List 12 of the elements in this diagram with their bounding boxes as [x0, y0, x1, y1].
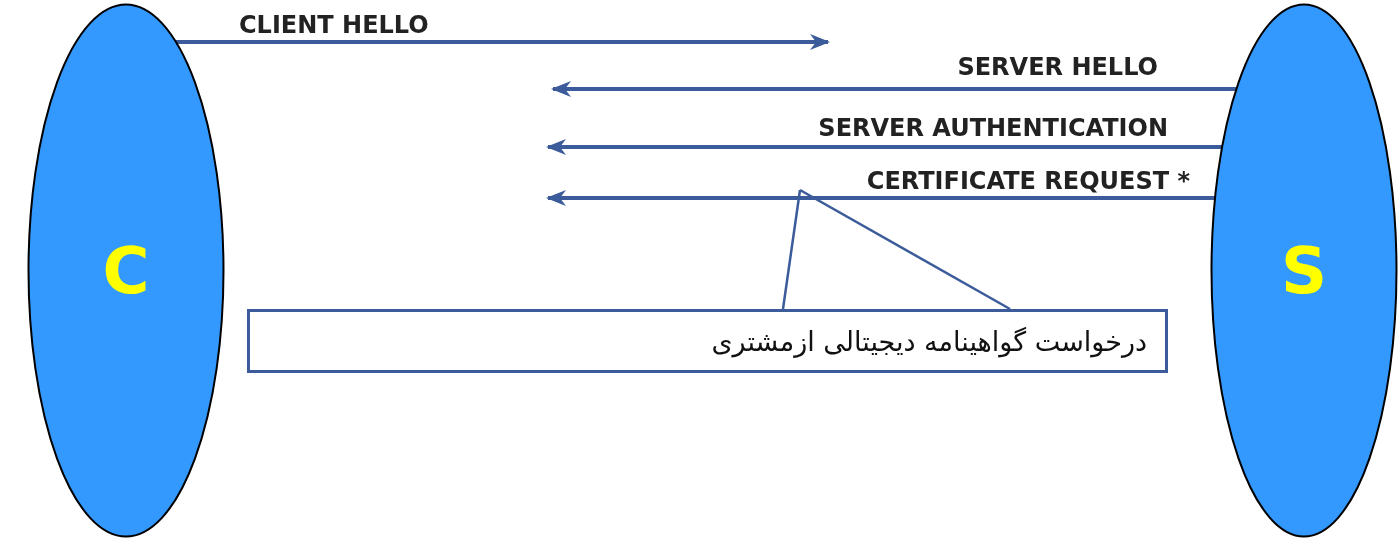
- callout-box: [247, 309, 1168, 373]
- party-letter: C: [102, 233, 150, 308]
- party-ellipse: [1210, 3, 1398, 538]
- party-letter: S: [1280, 233, 1328, 308]
- callout-text: درخواست گواهینامه دیجیتالی ازمشتری: [711, 325, 1147, 357]
- message-arrow: [546, 139, 1223, 155]
- message-arrow: [546, 190, 1215, 206]
- leader-line: [799, 188, 1011, 311]
- party-ellipse: [27, 3, 225, 538]
- message-arrow: [551, 81, 1237, 97]
- message-arrow: [175, 34, 830, 50]
- leader-line: [781, 189, 802, 310]
